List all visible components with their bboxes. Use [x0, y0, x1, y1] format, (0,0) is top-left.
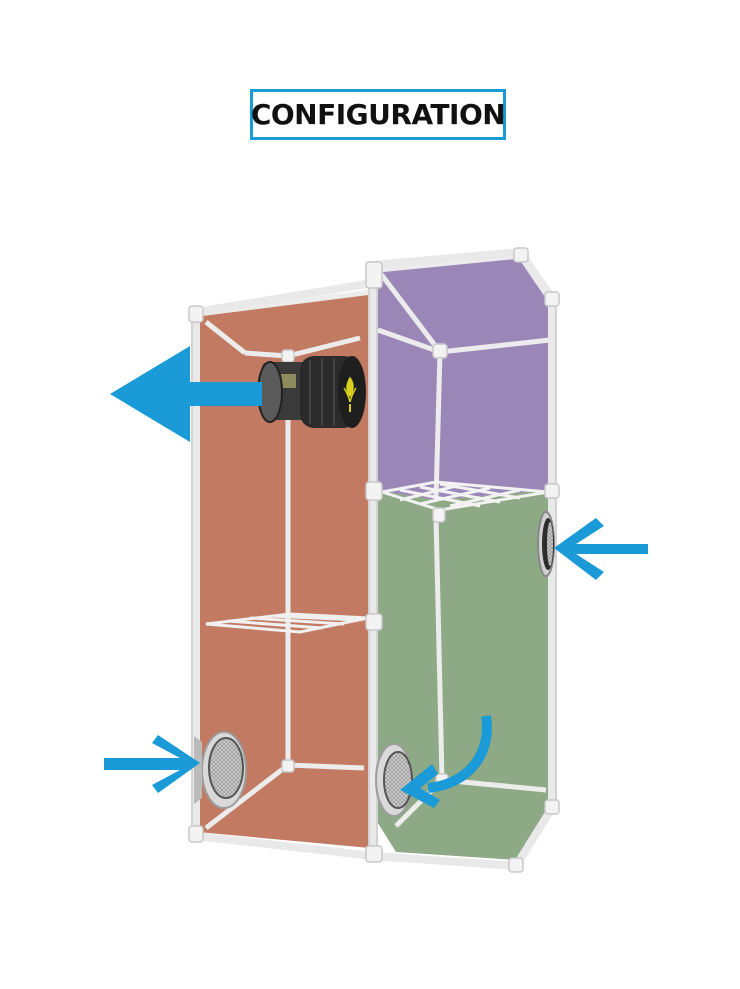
left-chamber: [197, 289, 373, 848]
airflow-arrow-icon: [554, 518, 648, 580]
exhaust-fan-icon: [257, 356, 366, 428]
airflow-arrow-icon: [104, 735, 200, 793]
right-lower-chamber: [376, 490, 550, 860]
intake-vent-icon: [537, 511, 555, 577]
frame-joints: [188, 247, 560, 873]
airflow-arrow-icon: [400, 715, 492, 808]
intake-vent-icon: [375, 743, 413, 817]
airflow-arrow-icon: [110, 346, 262, 442]
page-title: CONFIGURATION: [250, 98, 506, 131]
title-box: CONFIGURATION: [250, 89, 506, 140]
airflow-arrows: [104, 346, 648, 808]
intake-vent-icon: [194, 731, 247, 809]
right-upper-chamber: [376, 256, 550, 500]
